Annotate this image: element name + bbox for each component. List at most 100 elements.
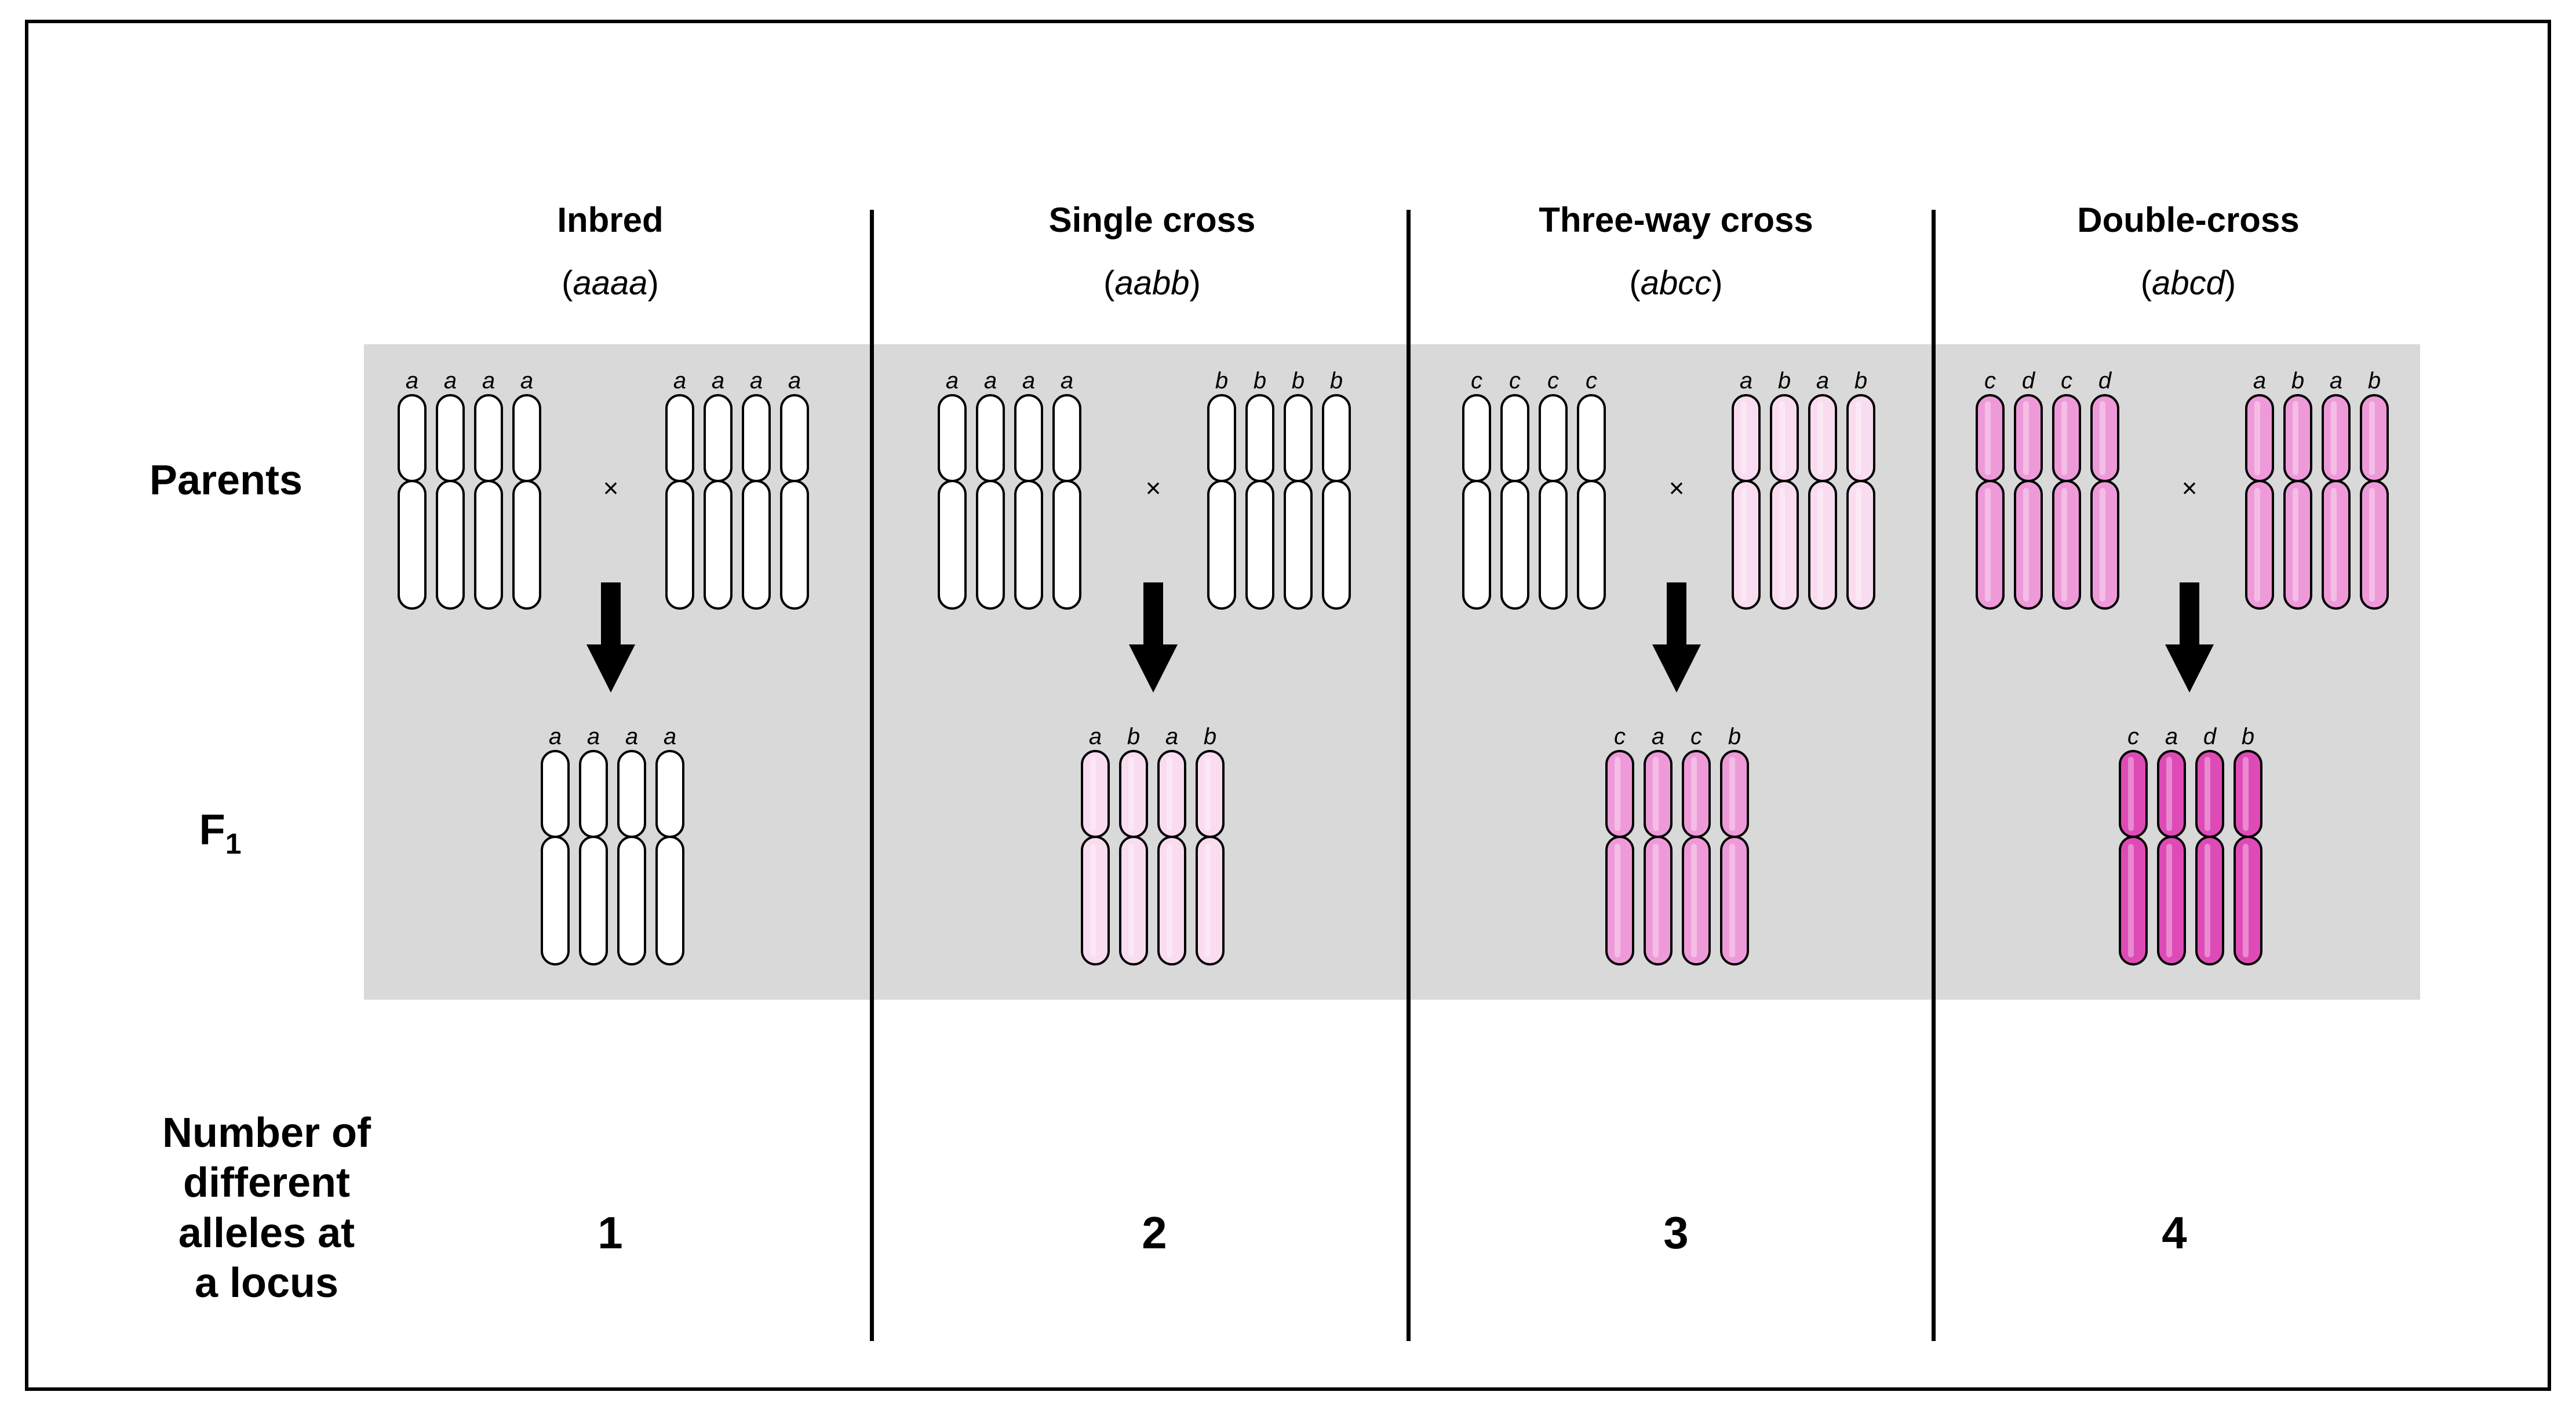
chromosome-lower-arm [2245, 480, 2274, 610]
chromosome-upper-arm [1500, 394, 1529, 482]
allele-label: b [1728, 724, 1741, 749]
allele-label: b [2242, 724, 2254, 749]
allele-count-label-line: alleles at [178, 1209, 355, 1256]
chromosome-lower-arm [1245, 480, 1274, 610]
allele-label: b [1330, 368, 1343, 394]
chromosome-upper-arm [1207, 394, 1236, 482]
chromosome-highlight [1167, 844, 1172, 957]
chromosome-highlight [2166, 844, 2172, 957]
allele-count-double-cross: 4 [2162, 1207, 2187, 1258]
allele-label: c [1614, 724, 1626, 749]
allele-label: a [664, 724, 676, 749]
column-title-three-way-cross: Three-way cross [1539, 201, 1813, 239]
chromosome-lower-arm [938, 480, 967, 610]
allele-label: b [1854, 368, 1867, 394]
genotype-three-way-cross: (abcc) [1629, 264, 1723, 302]
chromosome-upper-arm [780, 394, 809, 482]
down-arrow-three-way-cross [1652, 582, 1701, 693]
cross-symbol-inbred: × [603, 473, 619, 503]
chromosome-highlight [1615, 757, 1620, 831]
chromosome-upper-arm [398, 394, 427, 482]
chromosome-lower-arm [2283, 480, 2312, 610]
genotype-single-cross: (aabb) [1103, 264, 1201, 302]
chromosome-highlight [1741, 488, 1747, 602]
allele-label: b [1204, 724, 1216, 749]
chromosome-upper-arm [1014, 394, 1043, 482]
chromosome-lower-arm [1732, 480, 1761, 610]
allele-label: a [788, 368, 801, 394]
chromosome-highlight [2061, 401, 2067, 475]
chromosome-highlight [1741, 401, 1747, 475]
chromosome-highlight [1167, 757, 1172, 831]
chromosome-lower-arm [436, 480, 465, 610]
chromosome-lower-arm [2360, 480, 2389, 610]
chromosome-lower-arm [704, 480, 733, 610]
allele-count-label-line: different [183, 1160, 350, 1207]
figure-frame [25, 20, 2551, 1391]
chromosome-lower-arm [1081, 836, 1110, 965]
f1-base: F [199, 806, 225, 854]
allele-label: d [2203, 724, 2217, 749]
allele-label: a [946, 368, 959, 394]
genotype-text: aaaa [573, 264, 648, 302]
allele-label: a [482, 368, 495, 394]
chromosome-highlight [2128, 757, 2134, 831]
chromosome-highlight [1729, 757, 1735, 831]
allele-label: c [1509, 368, 1521, 394]
chromosome-highlight [2293, 488, 2298, 602]
chromosome-lower-arm [655, 836, 684, 965]
chromosome-lower-arm [1644, 836, 1673, 965]
chromosome-highlight [2100, 401, 2105, 475]
row-label-f1: F1 [162, 804, 278, 861]
chromosome-highlight [2293, 401, 2298, 475]
chromosome-highlight [2166, 757, 2172, 831]
column-divider-3 [1932, 210, 1936, 1341]
allele-label: b [1215, 368, 1228, 394]
chromosome-highlight [2331, 488, 2337, 602]
chromosome-highlight [1856, 488, 1861, 602]
chromosome-lower-arm [1284, 480, 1313, 610]
chromosome-highlight [2023, 401, 2029, 475]
chromosome-lower-arm [2119, 836, 2148, 965]
chromosome-lower-arm [1846, 480, 1875, 610]
chromosome-highlight [1615, 844, 1620, 957]
chromosome-upper-arm [1245, 394, 1274, 482]
column-divider-2 [1407, 210, 1411, 1341]
allele-label: c [1984, 368, 1996, 394]
chromosome-upper-arm [617, 750, 646, 838]
chromosome-lower-arm [1539, 480, 1568, 610]
chromosome-upper-arm [1539, 394, 1568, 482]
chromosome-lower-arm [1207, 480, 1236, 610]
chromosome-lower-arm [2157, 836, 2186, 965]
chromosome-lower-arm [541, 836, 570, 965]
chromosome-highlight [1090, 844, 1096, 957]
chromosome-lower-arm [1014, 480, 1043, 610]
chromosome-highlight [1205, 757, 1211, 831]
allele-label: a [1089, 724, 1102, 749]
chromosome-highlight [1691, 844, 1697, 957]
chromosome-lower-arm [1577, 480, 1606, 610]
chromosome-highlight [2331, 401, 2337, 475]
chromosome-highlight [1653, 757, 1659, 831]
chromosome-highlight [2254, 401, 2260, 475]
chromosome-lower-arm [1196, 836, 1225, 965]
chromosome-lower-arm [1462, 480, 1491, 610]
chromosome-lower-arm [1720, 836, 1749, 965]
chromosome-lower-arm [2195, 836, 2224, 965]
row-label-parents: Parents [149, 457, 303, 504]
chromosome-highlight [2100, 488, 2105, 602]
chromosome-upper-arm [1462, 394, 1491, 482]
column-divider-1 [870, 210, 874, 1341]
chromosome-highlight [1817, 488, 1823, 602]
allele-count-label-line: Number of [162, 1110, 371, 1156]
chromosome-highlight [2205, 757, 2210, 831]
chromosome-lower-arm [1605, 836, 1634, 965]
chromosome-lower-arm [1682, 836, 1711, 965]
